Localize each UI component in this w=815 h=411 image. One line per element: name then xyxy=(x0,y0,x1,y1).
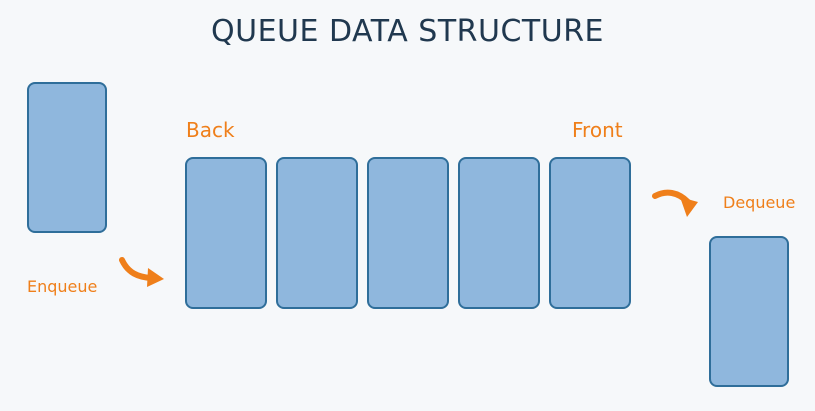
dequeue-label: Dequeue xyxy=(723,193,796,212)
enqueue-label: Enqueue xyxy=(27,277,98,296)
diagram-title: QUEUE DATA STRUCTURE xyxy=(211,14,604,49)
curved-arrow-right-icon xyxy=(119,257,164,287)
incoming-element xyxy=(27,82,107,233)
outgoing-element xyxy=(709,236,789,387)
front-label: Front xyxy=(572,118,623,142)
curved-arrow-down-right-icon xyxy=(652,189,698,217)
queue-slot-5 xyxy=(549,157,631,309)
back-label: Back xyxy=(186,118,235,142)
queue-slot-1 xyxy=(185,157,267,309)
queue-slot-4 xyxy=(458,157,540,309)
queue-slot-3 xyxy=(367,157,449,309)
queue-slot-2 xyxy=(276,157,358,309)
